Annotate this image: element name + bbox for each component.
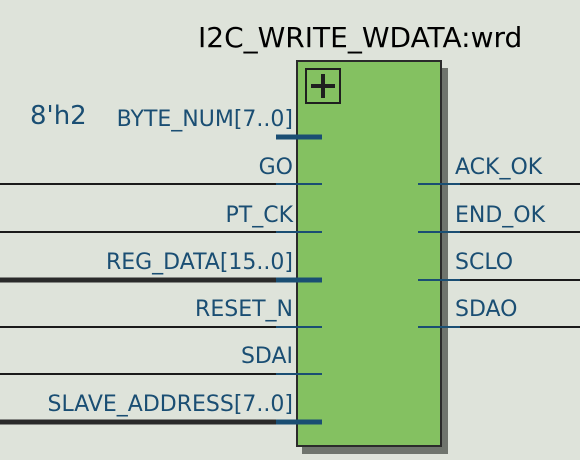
input-label-reset-n: RESET_N: [195, 297, 293, 322]
input-label-byte-num: BYTE_NUM[7..0]: [116, 107, 293, 132]
input-label-go: GO: [258, 155, 293, 180]
output-label-sclo: SCLO: [455, 250, 514, 275]
plus-box-icon[interactable]: [305, 68, 341, 104]
block-title: I2C_WRITE_WDATA:wrd: [198, 21, 523, 54]
output-label-ack-ok: ACK_OK: [455, 155, 543, 180]
input-label-reg-data: REG_DATA[15..0]: [105, 250, 293, 275]
constant-value-label: 8'h2: [30, 101, 87, 131]
module-block[interactable]: [296, 60, 442, 447]
output-label-sdao: SDAO: [455, 297, 518, 322]
output-label-end-ok: END_OK: [455, 203, 546, 228]
input-label-pt-ck: PT_CK: [225, 203, 294, 228]
input-label-sdai: SDAI: [240, 344, 293, 369]
input-label-slave-address: SLAVE_ADDRESS[7..0]: [47, 392, 293, 417]
